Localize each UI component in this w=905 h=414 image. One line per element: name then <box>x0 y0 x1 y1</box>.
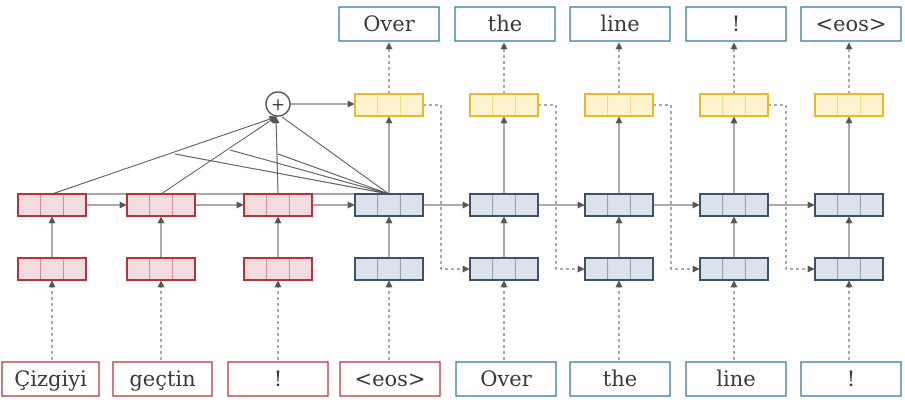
decoder-input-token-box: Over <box>455 361 557 397</box>
decoder-embedding-cell <box>584 257 654 281</box>
decoder-hidden-cell <box>584 193 654 217</box>
encoder-hidden-cell <box>243 193 313 217</box>
decoder-embedding-cell <box>814 257 884 281</box>
output-token-text: line <box>600 12 639 36</box>
decoder-input-token-text: line <box>716 367 755 391</box>
input-token-box: <eos> <box>339 361 441 397</box>
input-token-text: geçtin <box>129 367 195 391</box>
attention-fan-line <box>229 149 390 195</box>
input-token-box: ! <box>227 361 329 397</box>
decoder-output-cell <box>469 93 539 117</box>
encoder-hidden-cell <box>126 193 196 217</box>
input-token-text: ! <box>274 367 282 391</box>
decoder-input-token-box: the <box>569 361 671 397</box>
input-token-box: Çizgiyi <box>1 361 100 397</box>
encoder-embedding-cell <box>17 257 87 281</box>
encoder-embedding-cell <box>243 257 313 281</box>
decoder-hidden-cell <box>469 193 539 217</box>
decoder-hidden-cell <box>699 193 769 217</box>
decoder-output-cell <box>584 93 654 117</box>
decoder-input-token-text: ! <box>847 367 855 391</box>
decoder-query-line <box>281 116 390 195</box>
attention-arrow <box>160 116 277 195</box>
connection-edges <box>48 42 853 360</box>
output-token-box: line <box>569 6 671 42</box>
feed-previous-output-arrow <box>653 104 700 273</box>
feed-previous-output-arrow <box>768 104 815 273</box>
decoder-hidden-cell <box>354 193 424 217</box>
output-token-text: Over <box>363 12 416 36</box>
output-token-row: Over the line ! <eos> <box>338 6 902 42</box>
decoder-output-cell <box>354 93 424 117</box>
feed-previous-output-arrow <box>538 104 585 273</box>
encoder-embedding-cell <box>126 257 196 281</box>
decoder-input-token-box: line <box>685 361 787 397</box>
attention-plus-symbol: + <box>271 95 285 115</box>
input-token-box: geçtin <box>112 361 213 397</box>
output-token-text: ! <box>732 12 740 36</box>
attention-arrow <box>51 115 277 195</box>
input-token-row: Çizgiyi geçtin ! <eos> Over the line ! <box>1 361 902 397</box>
input-token-text: Çizgiyi <box>14 367 87 391</box>
decoder-embedding-cell <box>699 257 769 281</box>
decoder-embedding-cell <box>354 257 424 281</box>
decoder-output-cell <box>699 93 769 117</box>
output-token-text: the <box>488 12 522 36</box>
decoder-output-cell <box>814 93 884 117</box>
decoder-embedding-cell <box>469 257 539 281</box>
output-token-box: Over <box>338 6 440 42</box>
output-token-box: the <box>454 6 556 42</box>
decoder-input-token-box: ! <box>800 361 902 397</box>
decoder-input-token-text: Over <box>480 367 533 391</box>
output-token-box: ! <box>685 6 787 42</box>
hidden-state-cells <box>17 93 884 281</box>
decoder-input-token-text: the <box>603 367 637 391</box>
attention-arrow <box>272 116 280 195</box>
feed-previous-output-arrow <box>423 104 470 273</box>
input-token-text: <eos> <box>354 367 425 391</box>
attention-fan-line <box>174 153 390 195</box>
output-token-text: <eos> <box>815 12 886 36</box>
decoder-hidden-cell <box>814 193 884 217</box>
attention-fan-line <box>277 153 390 195</box>
encoder-hidden-cell <box>17 193 87 217</box>
output-token-box: <eos> <box>800 6 902 42</box>
attention-sum-node: + <box>265 91 291 117</box>
